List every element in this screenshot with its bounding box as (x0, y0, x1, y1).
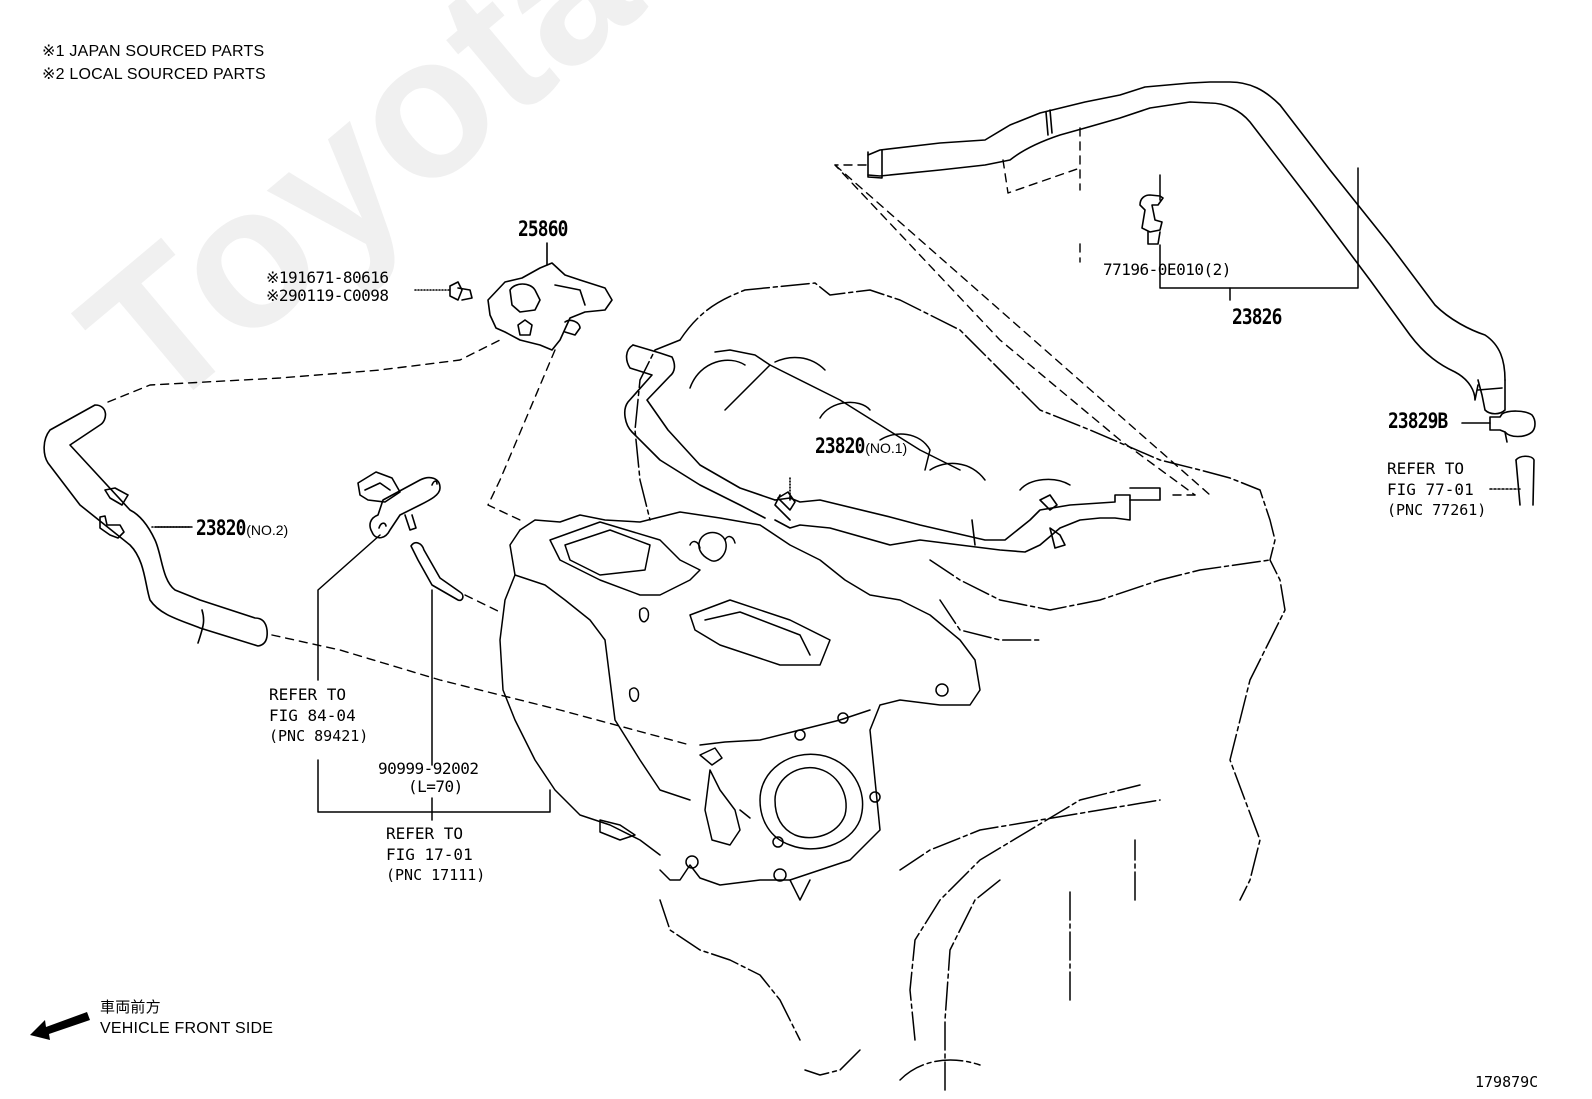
ref-line: REFER TO (386, 824, 464, 843)
ref-pnc: (PNC 89421) (269, 727, 369, 745)
hose-23826-drawing (867, 81, 1506, 415)
hose-23820-no1-drawing (623, 344, 1161, 553)
pressure-sensor-drawing (357, 471, 441, 539)
part-suffix: (NO.2) (246, 522, 289, 538)
ref-line: FIG 77-01 (1387, 480, 1474, 499)
clip-23829b-drawing (1461, 410, 1536, 443)
part-label-23820-no1[interactable]: 23820(NO.1) (815, 436, 915, 457)
engine-head (689, 349, 1071, 491)
reference-fig-77-01[interactable]: REFER TO FIG 77-01 (PNC 77261) (1387, 458, 1486, 521)
bolt-drawing (414, 281, 473, 301)
ref-line: REFER TO (269, 685, 347, 704)
intake-manifold-drawing (499, 511, 981, 901)
part-number: 90119-C0098 (288, 286, 389, 305)
dashed-leaders-upper (834, 127, 1211, 496)
ref-line: FIG 84-04 (269, 706, 356, 725)
purge-vsv-25860-drawing (487, 242, 613, 351)
hose-77-01-drawing (1489, 455, 1535, 506)
part-number: 23829B (1388, 409, 1448, 433)
note-japan-sourced: ※1 JAPAN SOURCED PARTS (42, 44, 264, 60)
ref-line: FIG 17-01 (386, 845, 473, 864)
part-label-bolt-japan[interactable]: ※191671-80616 (266, 270, 389, 286)
part-number: 91671-80616 (288, 268, 389, 287)
leader-23826 (1159, 167, 1359, 301)
note-text: LOCAL SOURCED PARTS (69, 66, 266, 83)
figure-id: 179879C (1475, 1073, 1539, 1091)
engine-outline (634, 282, 1286, 1091)
part-label-77196-0e010[interactable]: 77196-0E010(2) (1103, 260, 1231, 279)
ref-pnc: (PNC 17111) (386, 866, 486, 884)
part-number: 23820 (815, 434, 865, 458)
note-local-sourced: ※2 LOCAL SOURCED PARTS (42, 67, 266, 83)
ref-line: REFER TO (1387, 459, 1465, 478)
reference-fig-17-01[interactable]: REFER TO FIG 17-01 (PNC 17111) (386, 823, 485, 886)
leader-lines-left (317, 534, 551, 821)
part-number: 23820 (196, 516, 246, 540)
part-suffix: (NO.1) (865, 440, 908, 456)
clamp-77196-drawing (1139, 194, 1164, 245)
dashed-leaders-left (107, 339, 691, 746)
part-label-25860[interactable]: 25860 (518, 217, 568, 241)
part-label-23826[interactable]: 23826 (1232, 305, 1282, 329)
note-mark: ※2 (42, 66, 65, 83)
note-mark: ※1 (266, 268, 289, 287)
part-length-label: (L=70) (408, 777, 463, 796)
part-label-bolt-local[interactable]: ※290119-C0098 (266, 288, 389, 304)
ref-pnc: (PNC 77261) (1387, 501, 1487, 519)
vacuum-hose-90999-drawing (410, 541, 464, 602)
hose-23820-no2-drawing (43, 404, 268, 647)
direction-label-jp: 車両前方 (100, 999, 161, 1016)
direction-label-en: VEHICLE FRONT SIDE (100, 1020, 274, 1037)
part-label-23820-no2[interactable]: 23820(NO.2) (196, 518, 296, 539)
reference-fig-84-04[interactable]: REFER TO FIG 84-04 (PNC 89421) (269, 684, 368, 747)
note-mark: ※2 (266, 286, 289, 305)
arrow-left-down-icon (30, 1012, 90, 1040)
note-mark: ※1 (42, 43, 65, 60)
part-label-23829b[interactable]: 23829B (1388, 411, 1458, 432)
note-text: JAPAN SOURCED PARTS (69, 43, 265, 60)
part-label-90999-92002[interactable]: 90999-92002 (378, 759, 479, 778)
